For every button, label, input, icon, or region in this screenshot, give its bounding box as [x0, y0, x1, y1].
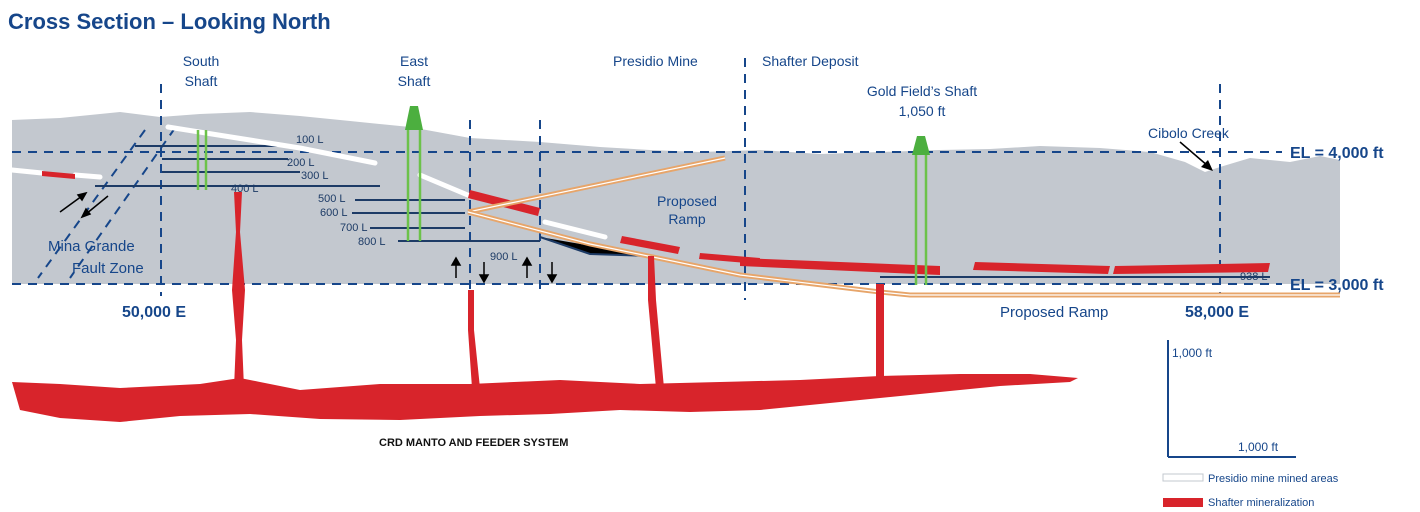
fault-zone-lines: [37, 127, 176, 279]
svg-text:500 L: 500 L: [318, 193, 346, 205]
crd-manto-label: CRD MANTO AND FEEDER SYSTEM: [379, 437, 568, 449]
diagram-title: Cross Section – Looking North: [8, 9, 331, 34]
svg-text:100 L: 100 L: [296, 134, 324, 146]
svg-text:900 L: 900 L: [490, 251, 518, 263]
proposed-ramp-lower-label: Proposed Ramp: [1000, 304, 1108, 321]
shafter-mineralization: [42, 171, 1270, 275]
ramp-upper: [467, 155, 881, 295]
fault-zone-label-2: Fault Zone: [72, 260, 144, 277]
svg-text:938 L: 938 L: [1240, 271, 1268, 283]
presidio-mined-areas: [9, 124, 608, 240]
gold-fields-shaft: [912, 136, 930, 285]
fault-arrows: [59, 191, 109, 219]
legend-label-mined: Presidio mine mined areas: [1208, 473, 1339, 485]
easting-50000-label: 50,000 E: [122, 304, 186, 321]
svg-text:200 L: 200 L: [287, 157, 315, 169]
legend: Presidio mine mined areas Shafter minera…: [1162, 473, 1339, 509]
el-4000-label: EL = 4,000 ft: [1290, 145, 1384, 162]
proposed-ramp-label-2: Ramp: [668, 211, 706, 227]
legend-swatch-mined: [1162, 473, 1204, 482]
scale-bar: [1167, 340, 1296, 458]
level-labels: 100 L 200 L 300 L 400 L 500 L 600 L 700 …: [231, 134, 1268, 283]
presidio-mine-label: Presidio Mine: [613, 53, 698, 69]
svg-text:800 L: 800 L: [358, 236, 386, 248]
south-shaft-label-1: South: [183, 53, 220, 69]
easting-58000-label: 58,000 E: [1185, 304, 1249, 321]
feeders: [232, 192, 884, 388]
manto-body: [12, 374, 1078, 422]
cibolo-creek-label: Cibolo Creek: [1148, 125, 1230, 141]
movement-arrows: [450, 256, 558, 284]
legend-label-mineralization: Shafter mineralization: [1208, 497, 1314, 509]
gold-fields-shaft-label-1: Gold Field’s Shaft: [867, 83, 977, 99]
svg-text:300 L: 300 L: [301, 170, 329, 182]
svg-text:700 L: 700 L: [340, 222, 368, 234]
shafter-deposit-label: Shafter Deposit: [762, 53, 859, 69]
scale-horizontal-label: 1,000 ft: [1238, 440, 1279, 454]
south-shaft-label-2: Shaft: [185, 73, 218, 89]
fault-zone-label-1: Mina Grande: [48, 238, 135, 255]
east-shaft: [405, 106, 423, 241]
cibolo-arrow: [1179, 141, 1213, 171]
svg-text:600 L: 600 L: [320, 207, 348, 219]
gold-fields-shaft-label-2: 1,050 ft: [899, 103, 946, 119]
ramp-lower: [879, 289, 1340, 298]
legend-swatch-mineralization: [1163, 498, 1203, 507]
ground-hill: [160, 114, 270, 125]
el-3000-label: EL = 3,000 ft: [1290, 277, 1384, 294]
east-shaft-label-1: East: [400, 53, 428, 69]
scale-vertical-label: 1,000 ft: [1172, 346, 1213, 360]
east-shaft-label-2: Shaft: [398, 73, 431, 89]
south-shaft: [196, 130, 208, 190]
proposed-ramp-label-1: Proposed: [657, 193, 717, 209]
